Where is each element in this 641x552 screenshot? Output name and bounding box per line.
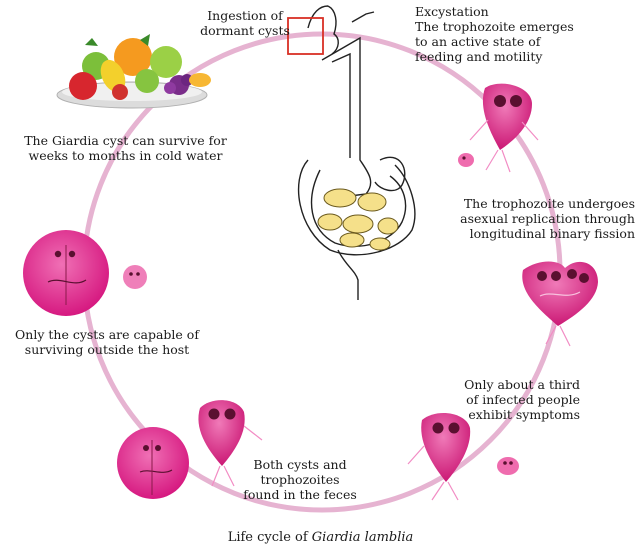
label-ingestion-line: dormant cysts xyxy=(200,23,290,38)
fruit-bowl-illustration xyxy=(56,34,211,109)
label-replication-line: asexual replication through xyxy=(460,211,635,226)
label-excystation-line: to an active state of xyxy=(415,34,541,49)
label-excystation-line: The trophozoite emerges xyxy=(415,19,574,34)
caption-prefix: Life cycle of xyxy=(227,530,312,545)
label-symptoms-line: exhibit symptoms xyxy=(468,407,580,422)
figure-caption: Life cycle of Giardia lamblia xyxy=(0,530,641,545)
label-replication: The trophozoite undergoes asexual replic… xyxy=(430,196,635,241)
label-feces-line: trophozoites xyxy=(260,472,340,487)
label-excystation-line: feeding and motility xyxy=(415,49,543,64)
cyst-outside-host xyxy=(23,230,109,316)
label-cold-water: The Giardia cyst can survive for weeks t… xyxy=(18,133,233,163)
small-cyst-top-right xyxy=(458,153,474,167)
label-outside-host-line: Only the cysts are capable of xyxy=(15,327,199,342)
label-feces-line: Both cysts and xyxy=(253,457,347,472)
label-outside-host: Only the cysts are capable of surviving … xyxy=(2,327,212,357)
label-ingestion-line: Ingestion of xyxy=(207,8,283,23)
label-cold-water-line: weeks to months in cold water xyxy=(28,148,223,163)
label-replication-line: The trophozoite undergoes xyxy=(463,196,635,211)
caption-species: Giardia lamblia xyxy=(311,530,414,545)
small-cyst-left xyxy=(123,265,147,289)
label-excystation: Excystation The trophozoite emerges to a… xyxy=(415,4,585,64)
label-outside-host-line: surviving outside the host xyxy=(24,342,190,357)
trophozoite-feces xyxy=(198,400,263,487)
label-excystation-line: Excystation xyxy=(415,4,489,19)
label-cold-water-line: The Giardia cyst can survive for xyxy=(24,133,227,148)
label-replication-line: longitudinal binary fission xyxy=(469,226,635,241)
small-cyst-bottom-right xyxy=(497,457,519,475)
trophozoite-symptoms xyxy=(407,413,471,501)
cyst-feces xyxy=(117,427,189,499)
label-ingestion: Ingestion of dormant cysts xyxy=(190,8,300,38)
label-symptoms: Only about a third of infected people ex… xyxy=(460,377,580,422)
trophozoite-binary-fission xyxy=(522,261,598,347)
label-feces-line: found in the feces xyxy=(243,487,357,502)
mouth-highlight-box xyxy=(287,17,324,55)
label-symptoms-line: of infected people xyxy=(466,392,580,407)
trophozoite-excystation xyxy=(469,83,539,173)
label-symptoms-line: Only about a third xyxy=(464,377,580,392)
label-feces: Both cysts and trophozoites found in the… xyxy=(230,457,370,502)
digestive-tract-illustration xyxy=(287,5,416,300)
